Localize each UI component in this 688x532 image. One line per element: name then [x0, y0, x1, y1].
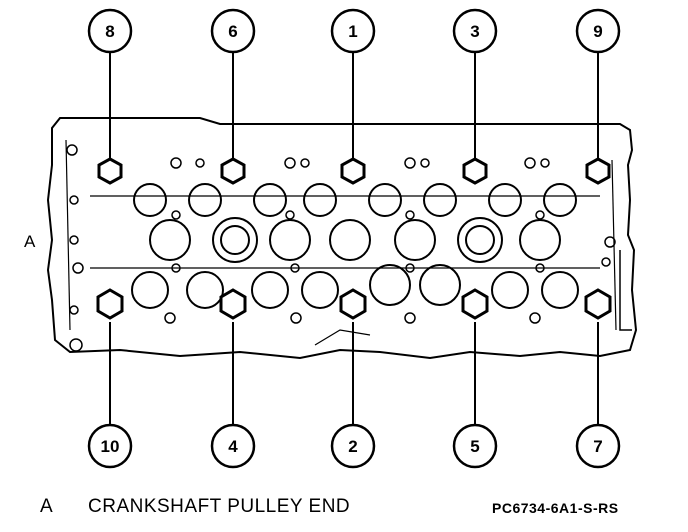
- callout-bottom-1: 10: [101, 437, 120, 456]
- bolt-heads: [96, 157, 612, 320]
- callout-top-5: 9: [593, 22, 602, 41]
- cylinder-head-outline: [46, 117, 638, 360]
- bolt-9: [585, 157, 611, 185]
- stud-holes: [164, 157, 550, 324]
- callout-top-2: 6: [228, 22, 237, 41]
- callouts-bottom: 10 4 2 5 7: [87, 423, 621, 469]
- bolt-1: [340, 157, 366, 185]
- callout-top-4: 3: [470, 22, 479, 41]
- bolt-6: [220, 157, 246, 185]
- bolt-8: [97, 157, 123, 185]
- bolt-10: [96, 288, 124, 320]
- valve-bores: [131, 183, 579, 309]
- callout-bottom-5: 7: [593, 437, 602, 456]
- callouts-top: 8 6 1 3 9: [87, 8, 621, 54]
- bolt-4: [219, 288, 247, 320]
- bolt-3: [462, 157, 488, 185]
- callout-top-1: 8: [105, 22, 114, 41]
- bolt-2: [339, 288, 367, 320]
- callout-bottom-3: 2: [348, 437, 357, 456]
- edge-holes: [66, 144, 616, 352]
- callout-bottom-2: 4: [228, 437, 238, 456]
- callout-bottom-4: 5: [470, 437, 479, 456]
- caption-letter: A: [40, 496, 54, 517]
- figure-code: PC6734-6A1-S-RS: [492, 500, 619, 516]
- side-label: A: [24, 232, 36, 251]
- caption-text: CRANKSHAFT PULLEY END: [88, 496, 351, 517]
- bolt-5: [461, 288, 489, 320]
- callout-top-3: 1: [348, 22, 357, 41]
- leader-lines: [109, 52, 599, 425]
- bolt-7: [584, 288, 612, 320]
